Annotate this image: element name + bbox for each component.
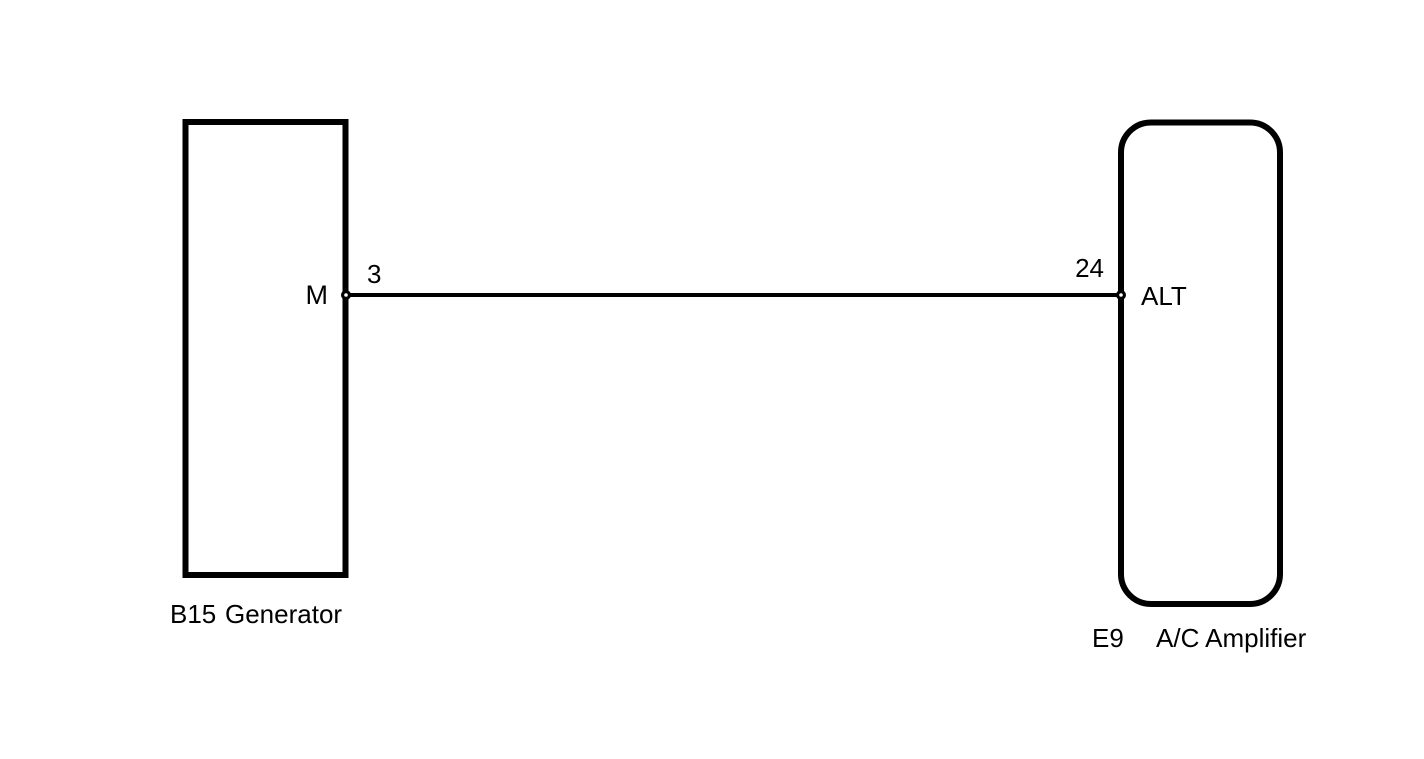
generator-pin-name-label: M (306, 280, 329, 310)
generator-code-label: B15 (170, 599, 216, 629)
generator-name-label: Generator (225, 599, 342, 629)
ac-amplifier-pin-number-label: 24 (1075, 253, 1104, 283)
ac-amplifier-name-label: A/C Amplifier (1156, 623, 1307, 653)
ac-amplifier-code-label: E9 (1092, 623, 1124, 653)
generator-pin-terminal (341, 290, 352, 301)
ac-amplifier-box (1118, 119, 1283, 607)
generator-box (182, 119, 349, 578)
ac-amplifier-pin-name-label: ALT (1141, 281, 1187, 311)
ac-amplifier-pin-terminal (1115, 290, 1126, 301)
generator-pin-number-label: 3 (367, 259, 381, 289)
